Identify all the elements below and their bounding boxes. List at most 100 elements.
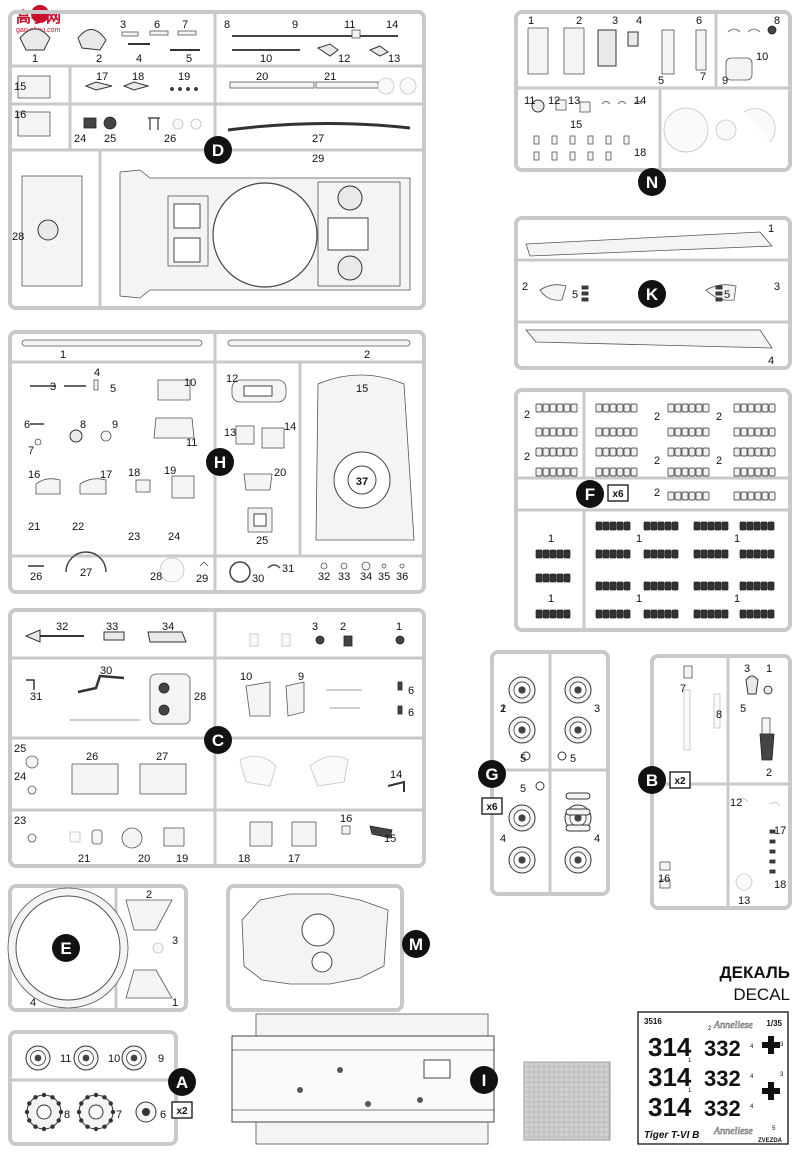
track-link-part: [623, 427, 631, 437]
decal-small-label: 5: [772, 1126, 776, 1132]
track-link-part: [667, 447, 675, 457]
decal-number-314: 314: [648, 1062, 692, 1092]
track-link-part: [761, 491, 769, 501]
part-number: 21: [78, 853, 90, 865]
sight-part: [261, 427, 285, 449]
sprue-e-letter: E: [60, 939, 71, 958]
link-pin-part: [565, 824, 591, 832]
track-link-part: [549, 467, 557, 477]
track-link-part: [688, 447, 696, 457]
track-link-part: [643, 549, 651, 559]
track-link-part: [747, 467, 755, 477]
track-link-part: [695, 467, 703, 477]
sprocket-tooth-part: [56, 1118, 61, 1123]
fan-grille-part: [337, 255, 363, 281]
part-number: 30: [100, 665, 112, 677]
track-link-part: [681, 467, 689, 477]
sprue-g: 1 2 3 4 4 5 5 5 G x6: [478, 650, 610, 896]
sprocket-tooth-part: [93, 1092, 99, 1098]
sprue-g-multiplier: [481, 797, 503, 815]
track-link-part: [542, 573, 550, 583]
track-link-part: [650, 609, 658, 619]
sprocket-tooth-part: [85, 1095, 90, 1100]
hub-part: [37, 219, 59, 241]
part-number: 5: [572, 289, 578, 301]
sprocket-tooth-part: [76, 1109, 82, 1115]
track-link-part: [693, 521, 701, 531]
balkenkreuz-icon: [762, 1082, 780, 1100]
decal-small-label: 3: [780, 1042, 784, 1048]
sprocket-tooth-part: [33, 1124, 38, 1129]
small-part: [361, 561, 371, 571]
track-link-part: [721, 521, 729, 531]
light-part: [683, 665, 693, 679]
part-number: 27: [156, 751, 168, 763]
part-number: 6: [408, 707, 414, 719]
sprue-e: 2 3 1 4 E: [7, 884, 188, 1012]
part-number: 2: [340, 621, 346, 633]
wheel-hub-part: [574, 814, 582, 822]
track-link-part: [702, 491, 710, 501]
track-link-part: [754, 427, 762, 437]
track-link-part: [563, 609, 571, 619]
wheel-cap-part: [535, 781, 545, 791]
decal-title-en: DECAL: [733, 985, 790, 1004]
part-number: 13: [738, 895, 750, 907]
track-link-part: [616, 521, 624, 531]
lens-part: [763, 685, 773, 695]
block-part: [163, 827, 185, 847]
cover-part: [243, 473, 273, 491]
part-number: 5: [110, 383, 116, 395]
drive-wheels-group: [24, 1045, 157, 1132]
part-number: 1: [500, 703, 506, 715]
track-link-part: [657, 609, 665, 619]
sprue-b-letter: B: [646, 771, 658, 790]
sprue-h-badge: [206, 448, 234, 476]
part-number: 3: [50, 381, 56, 393]
sprocket-tooth-part: [58, 1109, 64, 1115]
track-link-part: [549, 403, 557, 413]
peg-part: [397, 681, 403, 691]
part-number: 28: [150, 571, 162, 583]
fan-grille-part: [337, 185, 363, 211]
bracket-part: [148, 117, 160, 130]
track-link-part: [739, 549, 747, 559]
clear-rod-part: [683, 689, 691, 751]
sprue-c-badge: [204, 726, 232, 754]
part-number: 2: [364, 349, 370, 361]
cap-part: [158, 704, 170, 716]
exhaust-part: [527, 27, 549, 75]
track-link-part: [714, 521, 722, 531]
track-link-part: [542, 403, 550, 413]
track-link-part: [549, 447, 557, 457]
decal-title-ru: ДЕКАЛЬ: [720, 963, 790, 982]
track-link-part: [767, 549, 775, 559]
track-link-part: [602, 521, 610, 531]
track-link-part: [688, 467, 696, 477]
track-link-part: [595, 447, 603, 457]
track-link-part: [556, 403, 564, 413]
decal-model-name: Tiger T-VI B: [644, 1130, 699, 1141]
box-part: [149, 673, 191, 725]
track-link-part: [707, 609, 715, 619]
track-link-part: [681, 491, 689, 501]
part-number: 15: [384, 833, 396, 845]
hull-opening-part: [301, 913, 335, 947]
crank-part: [77, 674, 125, 694]
track-link-part: [693, 609, 701, 619]
sprue-n-letter: N: [646, 173, 658, 192]
part-number: 31: [30, 691, 42, 703]
track-link-part: [556, 549, 564, 559]
clip-part: [747, 28, 761, 33]
track-link-part: [707, 521, 715, 531]
clear-lens-part: [663, 107, 709, 153]
part-number: 2: [96, 53, 102, 65]
part-number: 3: [612, 15, 618, 27]
turret-ring-part: [212, 182, 318, 288]
track-link-part: [630, 447, 638, 457]
part-number: 2: [654, 411, 660, 423]
part-number: 15: [14, 81, 26, 93]
track-guard-part: [19, 28, 51, 51]
track-link-part: [747, 447, 755, 457]
track-link-part: [695, 427, 703, 437]
